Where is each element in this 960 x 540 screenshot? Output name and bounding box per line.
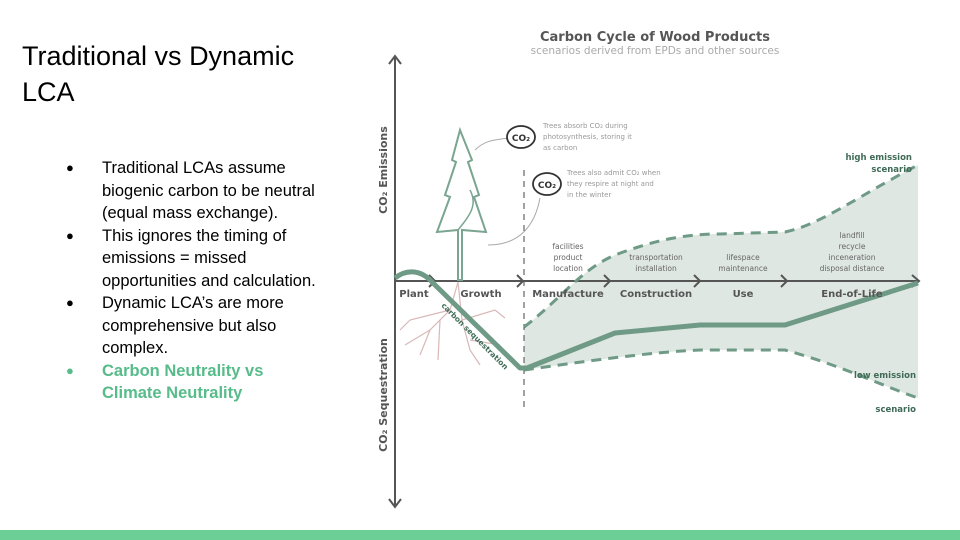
tree-icon: [435, 126, 488, 281]
detail: facilities: [552, 242, 583, 251]
detail: transportation: [629, 253, 683, 262]
stage-manufacture: Manufacture: [532, 289, 604, 300]
high-scenario-label: high emission scenario: [845, 153, 912, 175]
co2-cloud-icon: [506, 125, 536, 149]
label-line: scenario: [875, 405, 916, 415]
detail: location: [553, 264, 583, 273]
note-line: in the winter: [567, 191, 611, 199]
bullet-item: Traditional LCAs assume biogenic carbon …: [62, 157, 322, 225]
bullet-item: This ignores the timing of emissions = m…: [62, 225, 322, 293]
connector-line: [474, 137, 509, 151]
note-line: Trees absorb CO₂ during: [542, 122, 628, 130]
label-line: high emission: [845, 153, 912, 163]
detail: lifespace: [726, 253, 760, 262]
stage-labels: Plant Growth Manufacture Construction Us…: [399, 289, 883, 300]
stage-plant: Plant: [399, 289, 429, 300]
stage-details: facilities product location transportati…: [552, 231, 884, 273]
tree-branch: [457, 189, 474, 231]
note-respire: Trees also admit CO₂ when they respire a…: [566, 169, 661, 199]
diagram-title: Carbon Cycle of Wood Products: [540, 30, 770, 45]
y-axis-arrows: [388, 54, 402, 509]
note-line: Trees also admit CO₂ when: [566, 169, 661, 177]
co2-label: CO₂: [538, 181, 556, 191]
detail: product: [554, 253, 583, 262]
note-line: as carbon: [543, 144, 577, 152]
co2-cloud-icon: [532, 172, 562, 196]
detail: maintenance: [718, 264, 768, 273]
footer-bar: [0, 530, 960, 540]
detail: landfill: [839, 231, 864, 240]
note-absorb: Trees absorb CO₂ during photosynthesis, …: [542, 122, 632, 152]
bullet-item-highlight: Carbon Neutrality vs Climate Neutrality: [62, 360, 322, 405]
high-emission-line: [523, 163, 919, 329]
note-line: photosynthesis, storing it: [543, 133, 632, 141]
label-line: low emission: [854, 371, 916, 381]
detail: recycle: [839, 242, 866, 251]
connector-line: [487, 197, 541, 246]
note-line: they respire at night and: [567, 180, 654, 188]
diagram-subtitle: scenarios derived from EPDs and other so…: [531, 45, 780, 57]
stage-arrows: [428, 274, 921, 288]
label-line: scenario: [871, 165, 912, 175]
stage-end-of-life: End-of-Life: [821, 289, 883, 300]
bullet-item: Dynamic LCA’s are more comprehensive but…: [62, 292, 322, 360]
y-axis-label-emissions: CO₂ Emissions: [377, 126, 390, 214]
detail: installation: [635, 264, 677, 273]
stage-use: Use: [733, 289, 754, 300]
carbon-main-line: [393, 269, 919, 371]
low-scenario-label: low emission scenario: [854, 371, 916, 415]
detail: disposal distance: [820, 264, 885, 273]
y-axis-label-sequestration: CO₂ Sequestration: [377, 338, 390, 452]
slide-title: Traditional vs Dynamic LCA: [22, 41, 295, 107]
detail: inceneration: [829, 253, 876, 262]
low-emission-line: [523, 348, 919, 400]
bullet-list: Traditional LCAs assume biogenic carbon …: [62, 157, 322, 405]
co2-label: CO₂: [512, 134, 530, 144]
sequestration-label: carbon sequestration: [440, 301, 510, 371]
stage-construction: Construction: [620, 289, 692, 300]
stage-growth: Growth: [460, 289, 501, 300]
